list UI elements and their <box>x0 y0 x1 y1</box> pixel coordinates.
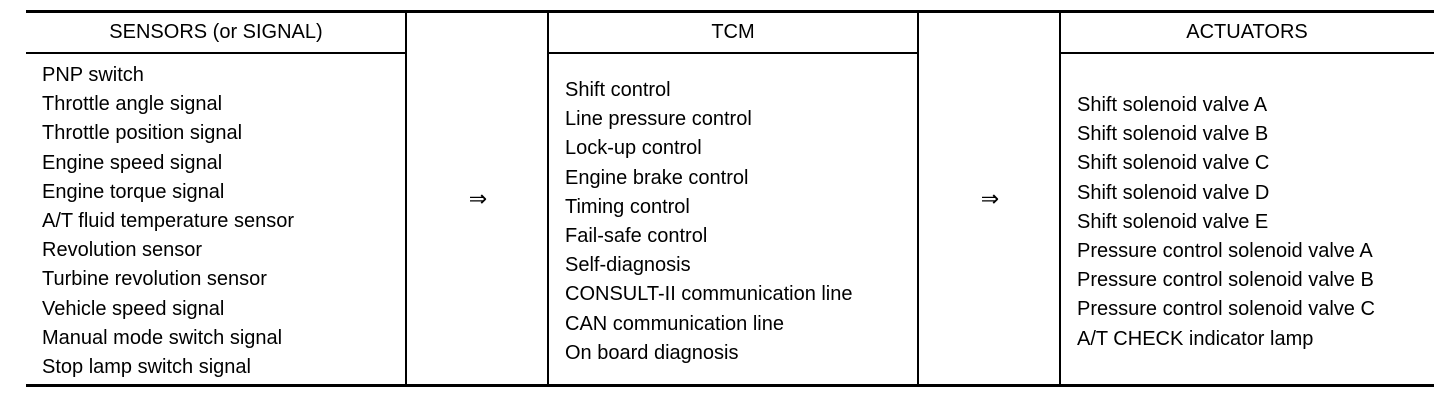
list-item: CAN communication line <box>565 312 784 335</box>
list-item: On board diagnosis <box>565 341 739 364</box>
header-sensors: SENSORS (or SIGNAL) <box>109 21 323 43</box>
list-item: Engine brake control <box>565 166 749 189</box>
header-actuators: ACTUATORS <box>1186 21 1308 43</box>
list-item: Line pressure control <box>565 108 752 131</box>
list-item: PNP switch <box>42 64 144 86</box>
list-item: Pressure control solenoid valve C <box>1077 298 1375 321</box>
header-tcm: TCM <box>711 21 755 43</box>
list-item: CONSULT-II communication line <box>565 283 853 306</box>
header-rule-tcm <box>548 52 918 54</box>
list-item: Engine speed signal <box>42 151 223 174</box>
header-rule-sensors <box>26 52 406 54</box>
sensors-list: PNP switch Throttle angle signal Throttl… <box>42 61 294 382</box>
list-item: Pressure control solenoid valve A <box>1077 240 1373 263</box>
list-item: Engine torque signal <box>42 180 225 203</box>
list-item: Vehicle speed signal <box>42 297 225 320</box>
list-item: Stop lamp switch signal <box>42 356 251 379</box>
list-item: Lock-up control <box>565 137 702 160</box>
column-divider <box>405 13 407 384</box>
tcm-list: Shift control Line pressure control Lock… <box>565 76 853 368</box>
list-item: Shift solenoid valve E <box>1077 210 1269 233</box>
list-item: Throttle position signal <box>42 122 243 145</box>
list-item: Fail-safe control <box>565 225 708 248</box>
flow-arrow-tcm-to-actuators: ⇒ <box>980 186 1000 211</box>
signal-flow-table: SENSORS (or SIGNAL) TCM ACTUATORS PNP sw… <box>26 10 1434 387</box>
list-item: Self-diagnosis <box>565 254 691 277</box>
column-divider <box>917 13 919 384</box>
list-item: Revolution sensor <box>42 239 203 262</box>
list-item: Timing control <box>565 195 690 218</box>
column-divider <box>547 13 549 384</box>
list-item: Shift control <box>565 79 671 101</box>
actuators-list: Shift solenoid valve A Shift solenoid va… <box>1077 91 1375 354</box>
list-item: Pressure control solenoid valve B <box>1077 269 1374 292</box>
list-item: Throttle angle signal <box>42 93 223 116</box>
flow-arrow-sensors-to-tcm: ⇒ <box>468 186 488 211</box>
column-divider <box>1059 13 1061 384</box>
list-item: Shift solenoid valve B <box>1077 123 1269 146</box>
list-item: A/T CHECK indicator lamp <box>1077 327 1314 350</box>
list-item: Manual mode switch signal <box>42 326 283 349</box>
list-item: Shift solenoid valve D <box>1077 181 1270 204</box>
list-item: Turbine revolution sensor <box>42 268 267 291</box>
header-rule-actuators <box>1060 52 1434 54</box>
list-item: Shift solenoid valve A <box>1077 94 1268 116</box>
list-item: Shift solenoid valve C <box>1077 152 1270 175</box>
list-item: A/T fluid temperature sensor <box>42 210 294 233</box>
